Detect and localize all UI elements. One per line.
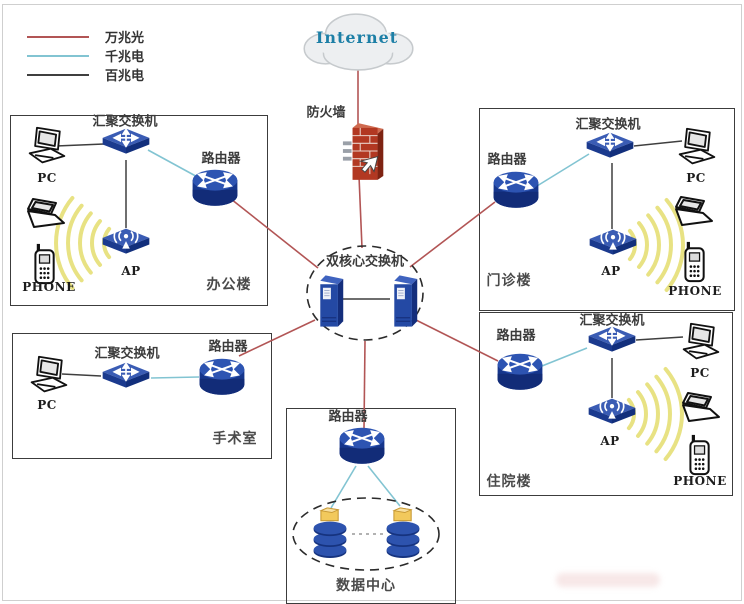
firewall-label: 防火墙: [306, 105, 346, 121]
inpatient-ap-label: AP: [600, 434, 620, 448]
legend-line-10g: [27, 35, 89, 38]
legend-line-1g: [27, 54, 89, 57]
inpatient-phone-label: PHONE: [673, 474, 727, 488]
surgery-router-label: 路由器: [208, 339, 248, 355]
inpatient-router-label: 路由器: [496, 328, 536, 344]
outpatient-ap-label: AP: [601, 264, 621, 278]
legend-line-100m: [27, 73, 89, 76]
outpatient-wifi-waves: [627, 198, 685, 292]
inpatient-zone-label: 住院楼: [486, 474, 532, 490]
legend-label-100m: 百兆电: [105, 69, 145, 84]
inpatient-switch-label: 汇聚交换机: [579, 313, 645, 329]
zone-office-building: [10, 115, 268, 306]
office-router-icon: [191, 167, 239, 211]
legend-row-100m: 百兆电: [27, 65, 144, 84]
office-pc-label: PC: [37, 171, 57, 185]
zone-operating-room: [12, 333, 272, 459]
core-switch-icon: [389, 273, 419, 329]
datacenter-router-icon: [338, 425, 386, 469]
inpatient-pc-icon: [680, 321, 722, 363]
inpatient-phone-icon: [688, 434, 712, 476]
inpatient-laptop-icon: [680, 391, 722, 423]
core-switch-icon: [315, 273, 345, 329]
watermark-smudge: [556, 573, 660, 587]
core-switch-label: 双核心交换机: [325, 254, 405, 270]
outpatient-switch-icon: [583, 131, 637, 166]
outpatient-zone-label: 门诊楼: [486, 273, 532, 289]
office-router-label: 路由器: [201, 151, 241, 167]
office-phone-icon: [33, 243, 57, 285]
outpatient-pc-label: PC: [686, 171, 706, 185]
surgery-pc-icon: [28, 354, 70, 396]
legend-row-1g: 千兆电: [27, 46, 144, 65]
inpatient-pc-label: PC: [690, 366, 710, 380]
datacenter-cluster-ellipse: [292, 497, 440, 571]
zone-inpatient-building: [479, 312, 733, 496]
outpatient-phone-icon: [683, 241, 707, 283]
firewall-icon: [341, 120, 391, 182]
surgery-pc-label: PC: [37, 398, 57, 412]
surgery-switch-icon: [99, 361, 153, 396]
surgery-switch-label: 汇聚交换机: [94, 346, 160, 362]
datacenter-zone-label: 数据中心: [336, 578, 396, 594]
inpatient-ap-icon: [585, 397, 639, 432]
legend-label-10g: 万兆光: [105, 31, 145, 46]
outpatient-phone-label: PHONE: [668, 284, 722, 298]
core-cluster-ellipse: [306, 245, 424, 341]
office-switch-label: 汇聚交换机: [92, 114, 158, 130]
zone-outpatient-building: [479, 108, 735, 311]
legend-label-1g: 千兆电: [105, 50, 145, 65]
outer-frame: [2, 4, 742, 601]
outpatient-router-label: 路由器: [487, 152, 527, 168]
office-laptop-icon: [25, 197, 67, 229]
legend-row-10g: 万兆光: [27, 27, 144, 46]
datacenter-router-label: 路由器: [328, 409, 368, 425]
datacenter-server-icon: [383, 506, 423, 559]
outpatient-pc-icon: [676, 126, 718, 168]
office-switch-icon: [99, 127, 153, 162]
inpatient-wifi-waves: [626, 367, 684, 461]
links-100m-copper: [55, 140, 684, 398]
surgery-zone-label: 手术室: [212, 431, 258, 447]
surgery-router-icon: [198, 356, 246, 400]
outpatient-laptop-icon: [673, 195, 715, 227]
office-zone-label: 办公楼: [206, 277, 252, 293]
inpatient-switch-icon: [585, 325, 639, 360]
office-ap-label: AP: [121, 264, 141, 278]
outpatient-ap-icon: [586, 228, 640, 263]
legend: 万兆光 千兆电 百兆电: [27, 27, 144, 84]
office-phone-label: PHONE: [22, 280, 76, 294]
links-10g-fiber: [230, 66, 499, 430]
office-pc-icon: [26, 125, 68, 167]
internet-label: Internet: [315, 28, 399, 47]
inpatient-router-icon: [496, 351, 544, 395]
outpatient-router-icon: [492, 169, 540, 213]
office-ap-icon: [99, 227, 153, 262]
datacenter-server-icon: [310, 506, 350, 559]
outpatient-switch-label: 汇聚交换机: [575, 117, 641, 133]
